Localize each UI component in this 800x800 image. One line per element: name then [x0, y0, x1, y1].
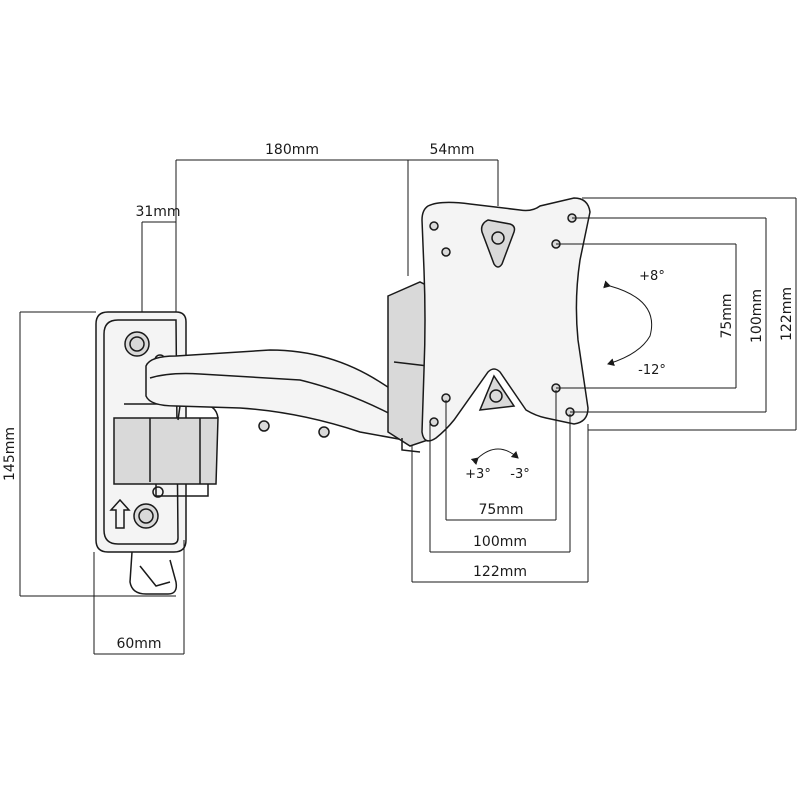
- dim-vesa-h-100: 100mm: [473, 534, 527, 550]
- wall-pivot: [113, 403, 219, 497]
- dim-arm-reach: 180mm: [265, 142, 319, 158]
- swivel-arrow-icon: [470, 448, 519, 465]
- dim-vesa-h-75: 75mm: [478, 502, 523, 518]
- swing-arm: [145, 349, 409, 441]
- dim-vesa-v-75: 75mm: [719, 293, 735, 338]
- angle-swivel-right: -3°: [510, 467, 529, 482]
- tilt-arrow-icon: [603, 280, 652, 367]
- dim-vesa-v-100: 100mm: [749, 289, 765, 343]
- wall-screw-hole-top: [124, 331, 150, 357]
- vesa-hole: [441, 247, 451, 257]
- cable-hook: [129, 551, 178, 595]
- up-arrow-icon: [109, 498, 131, 529]
- dim-vesa-v-122: 122mm: [779, 287, 795, 341]
- dim-wall-height: 145mm: [2, 427, 18, 481]
- vesa-hole: [429, 417, 439, 427]
- dim-vesa-h-122: 122mm: [473, 564, 527, 580]
- angle-tilt-down: -12°: [638, 363, 666, 378]
- dim-plate-depth: 54mm: [429, 142, 474, 158]
- vesa-hole: [429, 221, 439, 231]
- dim-plate-offset: 31mm: [135, 204, 180, 220]
- wall-screw-hole-bottom: [133, 503, 159, 529]
- dim-wall-width: 60mm: [116, 636, 161, 652]
- dimension-lines: [19, 159, 797, 655]
- angle-swivel-left: +3°: [465, 467, 491, 482]
- angle-tilt-up: +8°: [639, 269, 665, 284]
- vesa-plate: [421, 197, 591, 442]
